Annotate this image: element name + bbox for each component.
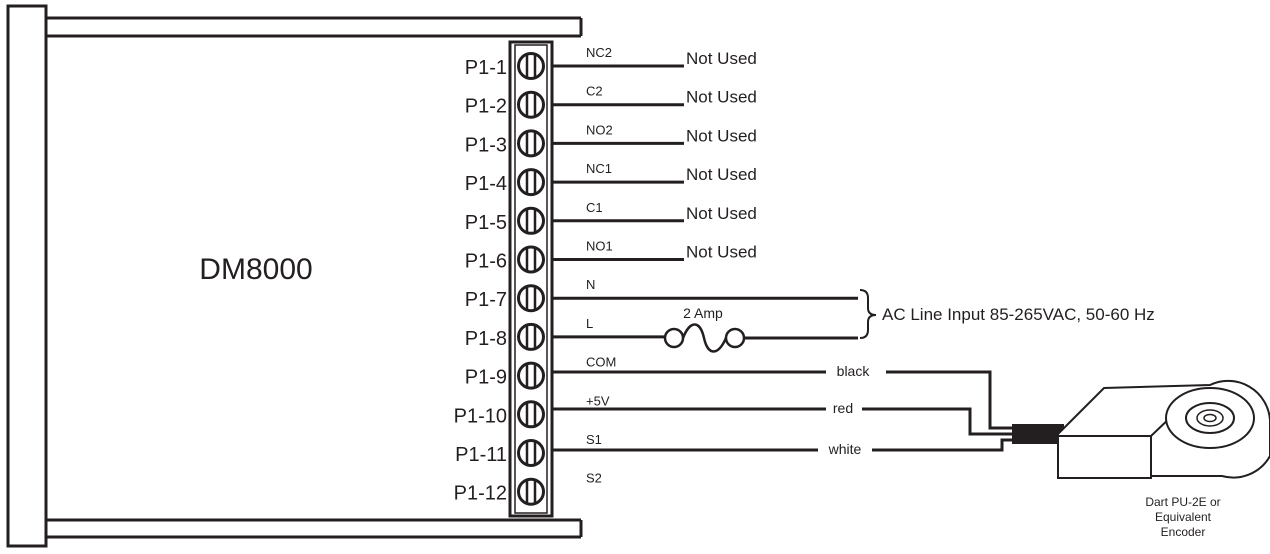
- terminal-screw: [517, 90, 545, 119]
- wire-label-black: black: [837, 363, 871, 379]
- terminal-screw: [517, 322, 545, 351]
- terminal-block: [508, 40, 554, 518]
- not-used-label: Not Used: [686, 165, 757, 184]
- encoder-label-line3: Encoder: [1161, 525, 1206, 539]
- terminal-screw: [517, 477, 545, 506]
- encoder-label-line1: Dart PU-2E or: [1145, 495, 1220, 509]
- ac-input-label: AC Line Input 85-265VAC, 50-60 Hz: [882, 305, 1155, 324]
- signal-label: C2: [586, 84, 603, 99]
- pin-label: P1-2: [465, 96, 507, 118]
- not-used-label: Not Used: [686, 243, 757, 262]
- signal-label: +5V: [586, 393, 610, 408]
- pin-label: P1-4: [465, 173, 507, 195]
- signal-label: S2: [586, 471, 602, 486]
- pin-label: P1-11: [455, 444, 507, 466]
- signal-label: C1: [586, 200, 603, 215]
- device-name: DM8000: [199, 253, 312, 286]
- wire-label-red: red: [833, 400, 853, 416]
- not-used-label: Not Used: [686, 88, 757, 107]
- terminal-screw: [517, 400, 545, 429]
- signal-label: L: [586, 316, 593, 331]
- pin-label: P1-9: [465, 367, 507, 389]
- not-used-label: Not Used: [686, 49, 757, 68]
- terminal-screw: [517, 129, 545, 158]
- terminal-screw: [517, 361, 545, 390]
- not-used-label: Not Used: [686, 126, 757, 145]
- encoder-label-line2: Equivalent: [1155, 510, 1212, 524]
- pin-label: P1-12: [454, 483, 507, 505]
- encoder-icon: [1057, 379, 1270, 479]
- pin-label: P1-6: [465, 251, 507, 273]
- signal-label: NO2: [586, 122, 613, 137]
- terminal-screw: [517, 245, 545, 274]
- signal-label: S1: [586, 432, 602, 447]
- ac-input-brace: [859, 289, 877, 339]
- pin-label: P1-3: [465, 134, 507, 156]
- fuse-label: 2 Amp: [683, 305, 723, 321]
- pin-label: P1-10: [454, 405, 507, 427]
- signal-label: NO1: [586, 239, 613, 254]
- signal-label: N: [586, 277, 595, 292]
- pin-label: P1-1: [465, 57, 507, 79]
- signal-label: NC2: [586, 45, 612, 60]
- terminal-screw: [517, 206, 545, 235]
- fuse-symbol: [663, 323, 858, 353]
- pin-label: P1-5: [465, 212, 507, 234]
- signal-label: NC1: [586, 161, 612, 176]
- terminal-screw: [517, 52, 545, 80]
- terminal-screw: [517, 439, 545, 467]
- signal-label: COM: [586, 355, 616, 370]
- encoder-wires: [552, 370, 1064, 452]
- pin-label: P1-8: [465, 328, 507, 350]
- terminal-screw: [517, 168, 545, 197]
- wire-label-white: white: [828, 441, 862, 457]
- pin-label: P1-7: [465, 289, 507, 311]
- dm8000-enclosure: [6, 4, 583, 548]
- terminal-screw: [517, 284, 545, 313]
- not-used-label: Not Used: [686, 204, 757, 223]
